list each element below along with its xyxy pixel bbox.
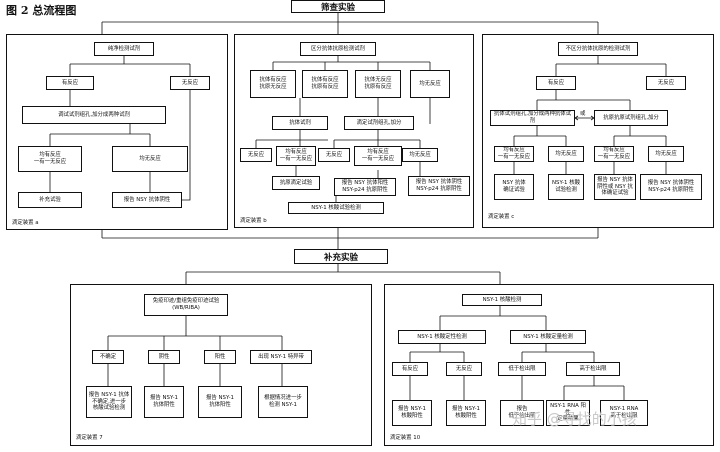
panel-d-specific-band: 出现 NSY-1 特异带 [250, 350, 312, 364]
panel-d-report-negative: 报告 NSY-1 抗体阴性 [144, 386, 184, 418]
panel-e-rna-above: NSY-1 RNA 高于检出限 [600, 400, 648, 426]
panel-a-root: 纯净检测试剂 [94, 42, 154, 56]
panel-b-root: 区分抗体抗原检测试剂 [300, 42, 376, 56]
panel-a-negative: 无反应 [170, 76, 210, 90]
stage1-header: 筛查实验 [291, 0, 385, 13]
panel-b-r3e: 均无反应 [402, 148, 438, 162]
panel-e-positive: 有反应 [392, 362, 428, 376]
panel-d-uncertain: 不确定 [92, 350, 124, 364]
panel-b-c2: 抗体有反应 抗原有反应 [302, 70, 348, 98]
panel-b-r3b: 均有反应 一有一无反应 [276, 146, 316, 166]
watermark: 知乎 @寻找的小孩 [512, 410, 637, 428]
panel-a-report-negative: 报告 NSY 抗体阴性 [112, 192, 182, 208]
panel-b-c1: 抗体有反应 抗原无反应 [250, 70, 296, 98]
panel-d-positive: 阳性 [204, 350, 236, 364]
panel-e-negative: 无反应 [446, 362, 482, 376]
panel-a-retest: 调试试剂组孔,加分成两种试剂 [22, 106, 166, 124]
panel-c-retest-antigen: 抗原抗原试剂组孔,加分 [594, 110, 668, 126]
panel-c-or-label: 或 [580, 111, 586, 117]
panel-c-positive: 有反应 [536, 76, 576, 90]
panel-d [70, 284, 372, 446]
panel-b-retest: 滴定试剂组孔,加分 [344, 116, 414, 130]
panel-e-quantitative: NSY-1 核酸定量检测 [510, 330, 586, 344]
panel-b-c4: 均无反应 [410, 70, 450, 98]
panel-a-supplement: 补充试验 [18, 192, 82, 208]
panel-d-negative: 阴性 [148, 350, 180, 364]
panel-b-report-negative: 报告 NSY 抗体阴性 NSY-p24 抗原阴性 [408, 176, 470, 196]
panel-a-both-negative: 均无反应 [112, 146, 188, 172]
panel-e-below-limit: 低于检出限 [498, 362, 546, 376]
panel-c-l2a: 均有反应 一有一无反应 [494, 146, 534, 162]
panel-a-caption: 滴定装置 a [12, 220, 39, 226]
panel-b-antigen-test: 抗原滴定试验 [272, 176, 320, 190]
panel-d-report-positive: 报告 NSY-1 抗体阳性 [198, 386, 242, 418]
panel-e-rna-quant: NSY-1 RNA 阳性 定量结果 [546, 400, 590, 426]
panel-d-further-test: 根据情况进一步 检测 NSY-1 [258, 386, 308, 418]
panel-b [234, 34, 474, 228]
panel-a-mixed: 均有反应 一有一无反应 [18, 146, 82, 172]
panel-c-negative: 无反应 [646, 76, 686, 90]
panel-e-report-negative: 报告 NSY-1 核酸阴性 [446, 400, 486, 426]
panel-c-l2d: 均无反应 [648, 146, 684, 162]
stage2-header: 补充实验 [294, 249, 388, 264]
panel-b-r3a: 无反应 [240, 148, 272, 162]
panel-e-report-positive: 报告 NSY-1 核酸阳性 [392, 400, 432, 426]
panel-e-caption: 滴定装置 10 [390, 435, 421, 441]
panel-e-qualitative: NSY-1 核酸定性检测 [398, 330, 486, 344]
panel-c-l2b: 均无反应 [548, 146, 584, 162]
panel-c-l2c: 均有反应 一有一无反应 [594, 146, 634, 162]
panel-c-confirm-test: NSY 抗体 确证试验 [494, 174, 534, 200]
panel-c-retest-antibody: 抗体试剂组孔,加分成两种抗体试剂 [490, 110, 575, 126]
panel-c-nucleic-test: NSY-1 核酸 试验检测 [548, 174, 584, 200]
panel-b-c3: 抗体无反应 抗原有反应 [355, 70, 401, 98]
panel-e-report-below-limit: 报告 低于检出限 [500, 400, 544, 426]
panel-b-r3c: 无反应 [318, 148, 350, 162]
panel-e-above-limit: 高于检出限 [566, 362, 620, 376]
panel-d-report-uncertain: 报告 NSY-1 抗体 不确定,进一步 核酸试验检测 [86, 386, 132, 418]
figure-title: 图 2 总流程图 [6, 4, 77, 17]
panel-e [384, 284, 714, 446]
panel-d-root: 免疫印迹/重组免疫印迹试验 (WB/RIBA) [144, 294, 228, 316]
panel-c-caption: 滴定装置 c [488, 214, 515, 220]
panel-c-root: 不区分抗体抗原的检测试剂 [558, 42, 638, 56]
panel-c-report-negative: 报告 NSY 抗体阴性 NSY-p24 抗原阴性 [640, 174, 702, 200]
panel-d-caption: 滴定装置 7 [76, 435, 103, 441]
panel-e-root: NSY-1 核酸检测 [462, 294, 542, 306]
panel-b-caption: 滴定装置 b [240, 218, 267, 224]
panel-b-r3d: 均有反应 一有一无反应 [354, 146, 402, 166]
panel-a-positive: 有反应 [46, 76, 94, 90]
panel-a [6, 34, 228, 230]
panel-b-antibody-reagent: 抗体试剂 [272, 116, 328, 130]
panel-b-nucleic-test: NSY-1 核酸试验检测 [288, 202, 384, 214]
panel-c [482, 34, 714, 228]
panel-c-report-antibody: 报告 NSY 抗体 阴性或 NSY 抗 体确证试验 [594, 174, 636, 200]
panel-b-report-positive: 报告 NSY 抗体阳性 NSY-p24 抗原阴性 [334, 178, 396, 196]
